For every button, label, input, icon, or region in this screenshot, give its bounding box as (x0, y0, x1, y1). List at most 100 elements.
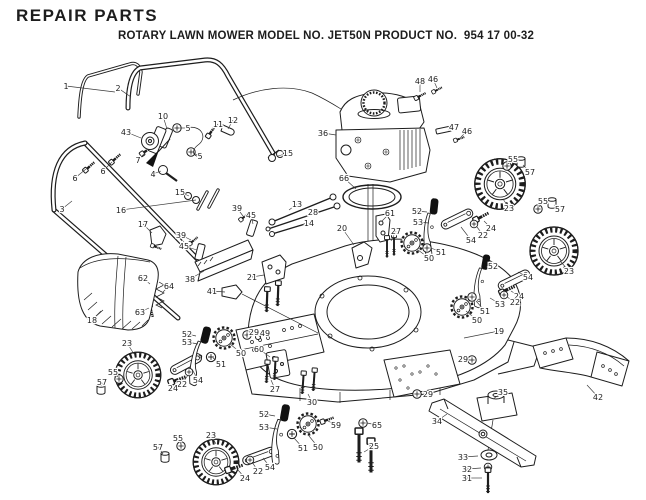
leader-line (157, 446, 164, 455)
leader-line (304, 211, 314, 218)
leader-line (102, 161, 113, 172)
part-label-52: 52 (259, 410, 269, 419)
leader-line (74, 168, 87, 179)
plug-41 (221, 284, 319, 334)
leader-line (179, 191, 190, 197)
part-label-24: 24 (168, 384, 178, 393)
leader-line (120, 199, 197, 211)
part-label-41: 41 (207, 287, 217, 296)
leader-line (322, 132, 337, 136)
leader-line (236, 207, 244, 217)
leader-line (189, 270, 205, 280)
part-label-23: 23 (206, 431, 216, 440)
part-label-57: 57 (525, 168, 535, 177)
leader-line (462, 358, 471, 361)
part-label-42: 42 (593, 393, 603, 402)
adjuster-rear-left (160, 402, 320, 476)
spring-64 (155, 281, 165, 309)
leader-line (492, 391, 504, 400)
leader-line (61, 200, 73, 210)
part-label-13: 13 (292, 200, 302, 209)
leader-line (177, 437, 182, 445)
part-label-61: 61 (385, 209, 395, 218)
primer-bulb (340, 144, 352, 156)
part-label-55: 55 (108, 368, 118, 377)
leader-line (191, 368, 199, 381)
leader-line (553, 204, 561, 210)
link-rods-13-28-14 (265, 193, 341, 237)
leader-line (538, 200, 544, 208)
leader-line (91, 310, 102, 321)
part-label-1: 1 (63, 82, 68, 91)
leader-line (510, 290, 520, 297)
part-label-15: 15 (175, 188, 185, 197)
leader-line (586, 384, 599, 398)
leader-line (366, 422, 378, 426)
part-label-48: 48 (415, 77, 425, 86)
leader-line (308, 435, 319, 448)
part-label-6: 6 (100, 167, 105, 176)
leader-line (465, 310, 478, 321)
part-label-30: 30 (307, 398, 317, 407)
handle-knob-bracket (141, 126, 167, 154)
leader-line (506, 296, 516, 303)
part-label-27: 27 (270, 385, 280, 394)
part-label-22: 22 (177, 380, 187, 389)
leader-line (251, 274, 265, 278)
part-label-47: 47 (449, 123, 459, 132)
part-label-50: 50 (472, 316, 482, 325)
part-label-53: 53 (495, 300, 505, 309)
part-label-27: 27 (391, 227, 401, 236)
control-bail-bar (77, 61, 143, 119)
leader-line (137, 152, 146, 161)
leader-line (476, 226, 484, 236)
handle-bracket-17 (149, 225, 167, 252)
part-label-5: 5 (197, 152, 202, 161)
part-label-5: 5 (185, 124, 190, 133)
part-label-34: 34 (432, 417, 442, 426)
part-label-53: 53 (413, 218, 423, 227)
leader-line (152, 170, 162, 175)
part-label-51: 51 (436, 248, 446, 257)
throttle-cable (232, 87, 342, 110)
leader-line (293, 437, 304, 449)
deck-opening (314, 275, 422, 349)
leader-line (327, 420, 337, 426)
leader-line (436, 413, 448, 422)
leader-line (211, 123, 219, 132)
part-label-4: 4 (150, 170, 155, 179)
leader-line (517, 271, 529, 278)
leader-line (466, 467, 482, 470)
leader-line (211, 290, 226, 293)
leader-line (162, 285, 170, 293)
leader-line (229, 343, 242, 354)
leader-line (212, 357, 222, 365)
page-title: REPAIR PARTS (16, 6, 159, 25)
part-label-39: 39 (176, 231, 186, 240)
blade-washer (480, 449, 498, 461)
leader-line (460, 130, 468, 138)
part-label-19: 19 (494, 327, 504, 336)
leader-line (142, 277, 151, 285)
part-label-57: 57 (555, 205, 565, 214)
part-label-53: 53 (259, 423, 269, 432)
part-label-45: 45 (179, 242, 189, 251)
part-label-52: 52 (488, 262, 498, 271)
bracket-60 (262, 349, 291, 385)
leader-line (341, 227, 355, 246)
leader-line (237, 469, 246, 479)
part-label-62: 62 (138, 274, 148, 283)
part-label-15: 15 (283, 149, 293, 158)
part-label-52: 52 (412, 207, 422, 216)
blade (428, 398, 537, 468)
leader-line (432, 78, 438, 89)
part-label-55: 55 (173, 434, 183, 443)
part-label-51: 51 (480, 307, 490, 316)
part-label-55: 55 (508, 155, 518, 164)
part-label-7: 7 (135, 156, 140, 165)
part-label-17: 17 (138, 220, 148, 229)
part-label-24: 24 (486, 224, 496, 233)
leader-line (447, 126, 455, 131)
handle-pins-16 (196, 188, 220, 211)
part-label-24: 24 (514, 292, 524, 301)
